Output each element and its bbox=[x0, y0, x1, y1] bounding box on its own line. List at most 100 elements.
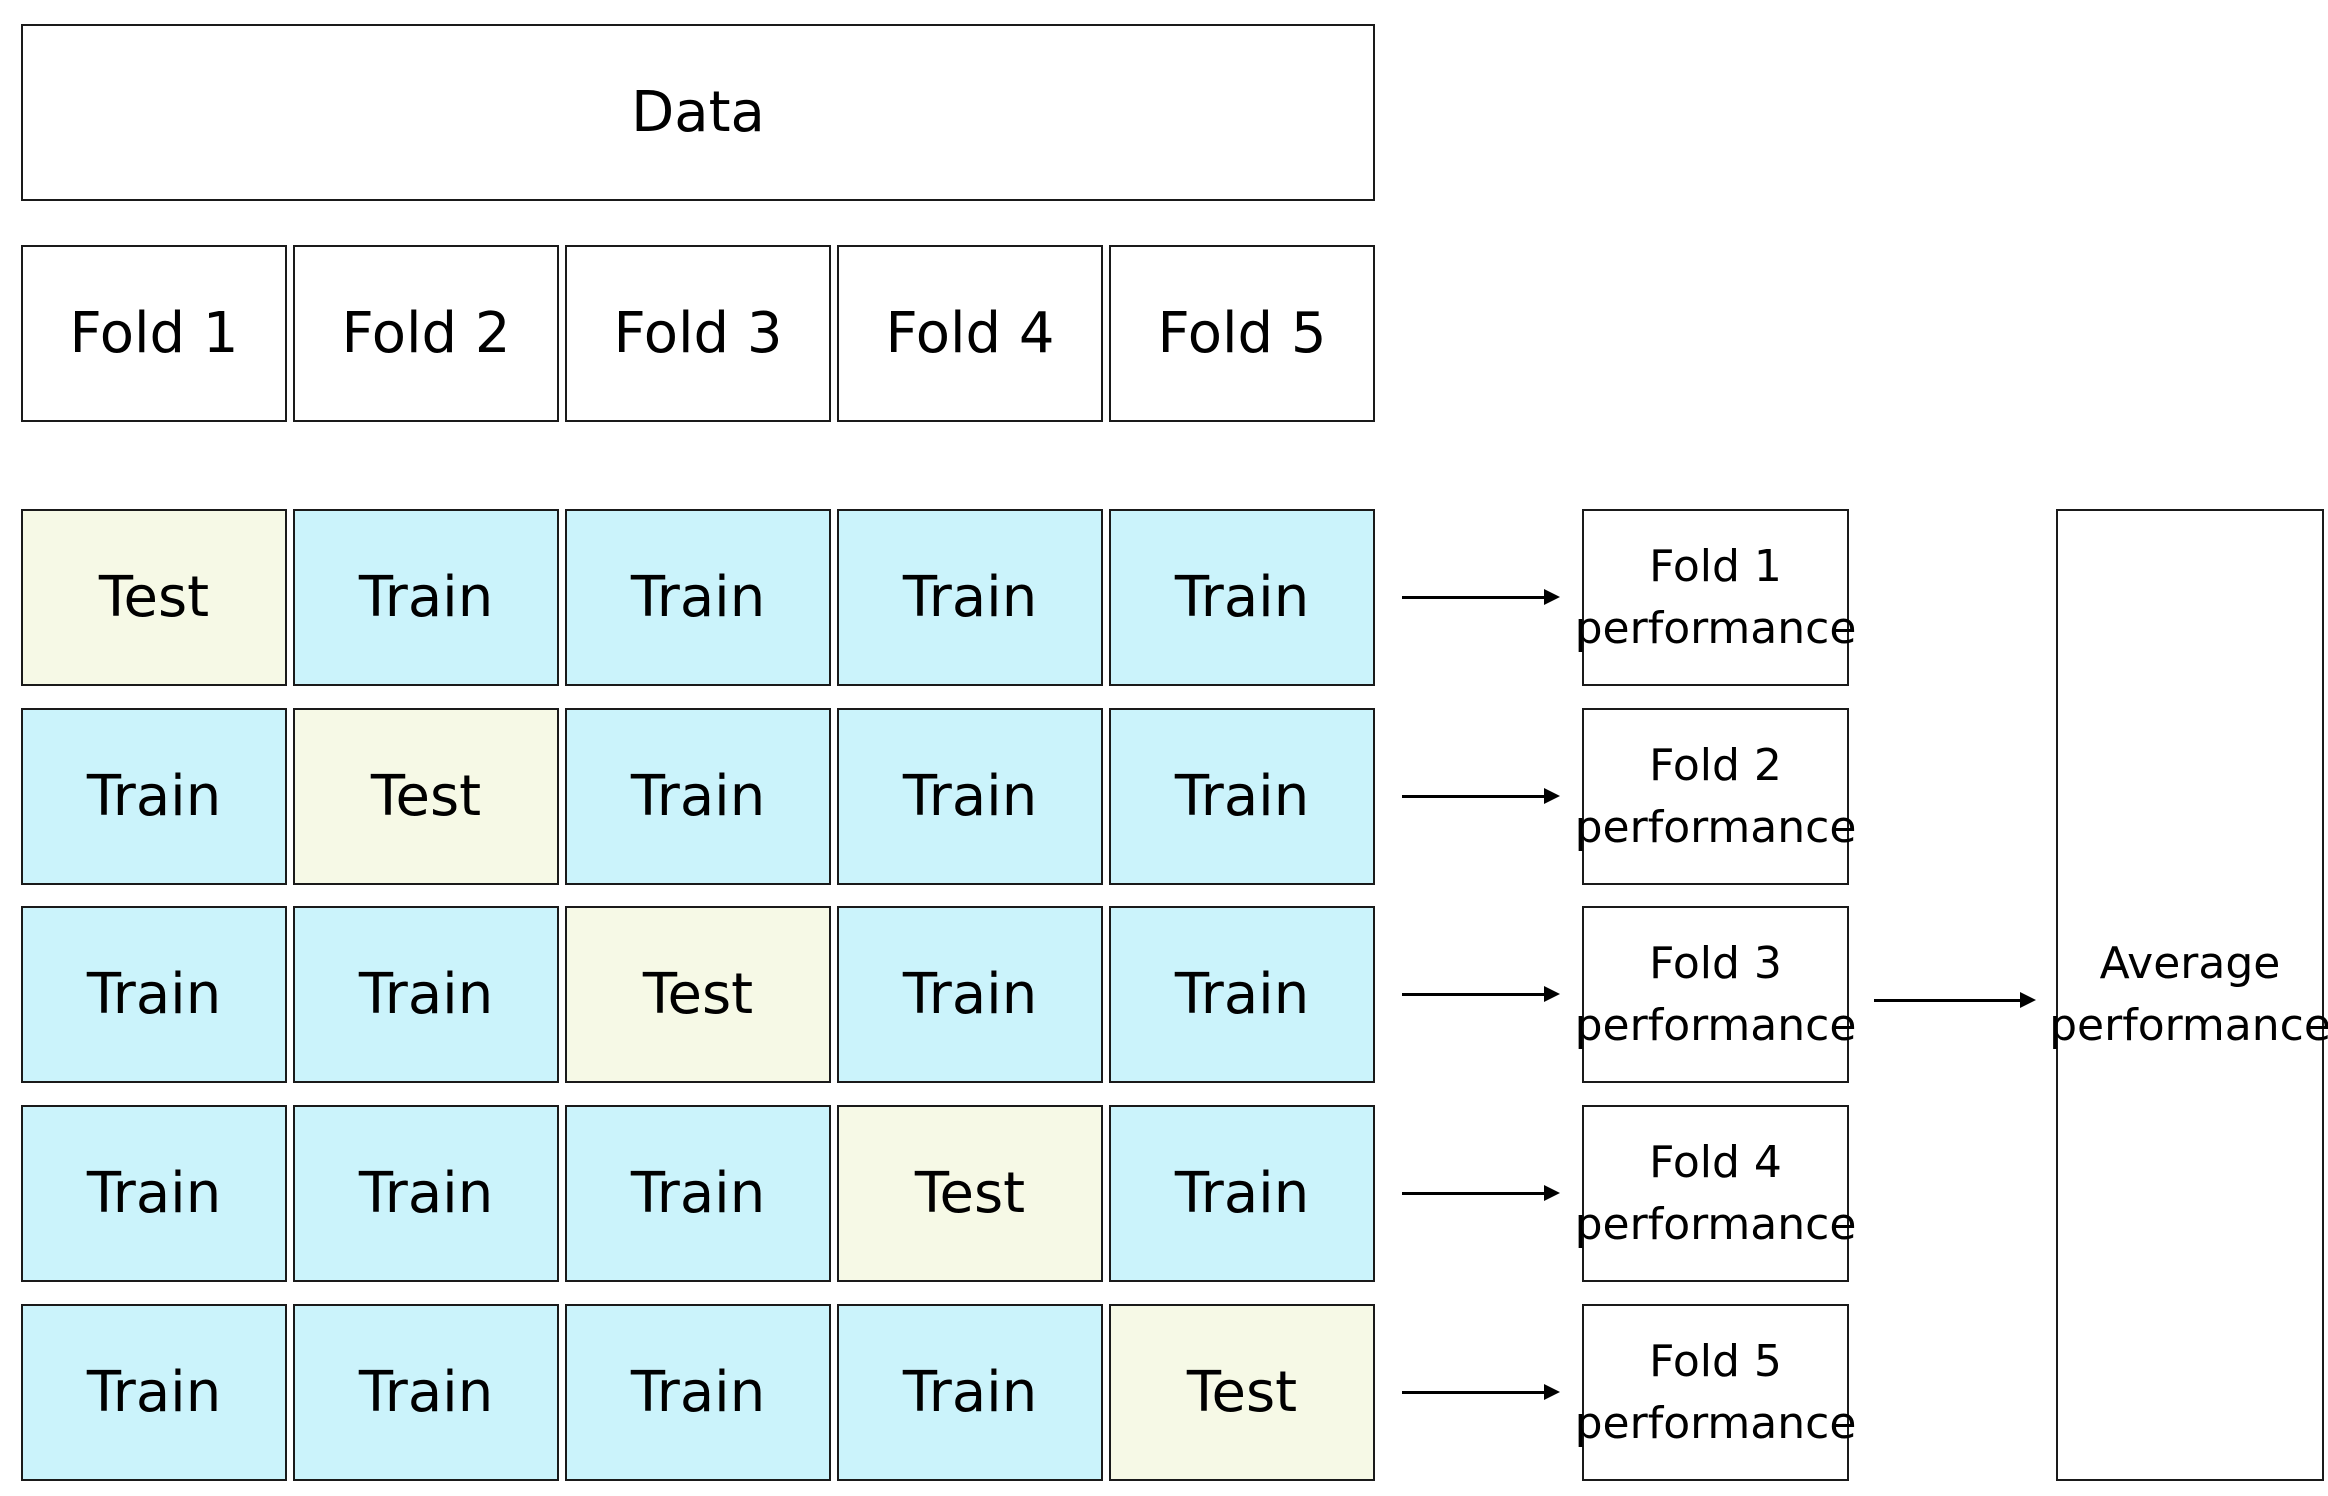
arrow-row-5 bbox=[1402, 1383, 1560, 1400]
fold-performance-box-4: Fold 4 performance bbox=[1575, 1105, 1856, 1282]
fold-performance-box-5: Fold 5 performance bbox=[1575, 1304, 1856, 1481]
arrow-row-2-head bbox=[1544, 787, 1560, 804]
train-label: Train bbox=[1174, 961, 1310, 1027]
average-performance-box: Average performance bbox=[2049, 509, 2328, 1481]
fold-performance-label: Fold 4 performance bbox=[1575, 1132, 1857, 1255]
fold-performance-line1: Fold 2 bbox=[1649, 739, 1782, 791]
train-label: Train bbox=[86, 1160, 222, 1226]
train-cell-r3c5: Train bbox=[1109, 906, 1375, 1083]
arrow-row-5-shaft bbox=[1402, 1390, 1546, 1394]
train-label: Train bbox=[902, 1359, 1038, 1425]
train-label: Train bbox=[1174, 1160, 1310, 1226]
test-label: Test bbox=[370, 763, 482, 829]
arrow-row-5-head bbox=[1544, 1383, 1560, 1400]
test-label: Test bbox=[1186, 1359, 1298, 1425]
arrow-to-average-head bbox=[2020, 991, 2036, 1008]
test-cell-r4c4: Test bbox=[837, 1105, 1103, 1282]
fold-box-4: Fold 4 bbox=[837, 245, 1103, 422]
fold-performance-label: Fold 2 performance bbox=[1575, 735, 1857, 858]
arrow-to-average-shaft bbox=[1874, 998, 2022, 1002]
train-label: Train bbox=[902, 564, 1038, 630]
arrow-row-3-head bbox=[1544, 985, 1560, 1002]
average-performance-label: Average performance bbox=[2049, 933, 2328, 1056]
train-cell-r1c2: Train bbox=[293, 509, 559, 686]
fold-box-3: Fold 3 bbox=[565, 245, 831, 422]
arrow-to-average bbox=[1874, 991, 2036, 1008]
train-label: Train bbox=[358, 1160, 494, 1226]
train-label: Train bbox=[630, 564, 766, 630]
train-cell-r2c1: Train bbox=[21, 708, 287, 885]
fold-box-5: Fold 5 bbox=[1109, 245, 1375, 422]
fold-performance-line2: performance bbox=[1574, 801, 1857, 853]
train-cell-r2c4: Train bbox=[837, 708, 1103, 885]
train-cell-r4c2: Train bbox=[293, 1105, 559, 1282]
train-label: Train bbox=[902, 763, 1038, 829]
arrow-row-1 bbox=[1402, 588, 1560, 605]
fold-performance-line1: Fold 3 bbox=[1649, 937, 1782, 989]
train-label: Train bbox=[630, 1160, 766, 1226]
train-cell-r5c2: Train bbox=[293, 1304, 559, 1481]
test-cell-r2c2: Test bbox=[293, 708, 559, 885]
train-label: Train bbox=[86, 961, 222, 1027]
arrow-row-1-head bbox=[1544, 588, 1560, 605]
train-label: Train bbox=[358, 564, 494, 630]
test-label: Test bbox=[914, 1160, 1026, 1226]
arrow-row-3-shaft bbox=[1402, 992, 1546, 996]
data-label: Data bbox=[631, 79, 765, 145]
test-label: Test bbox=[98, 564, 210, 630]
arrow-row-4 bbox=[1402, 1184, 1560, 1201]
test-cell-r5c5: Test bbox=[1109, 1304, 1375, 1481]
arrow-row-1-shaft bbox=[1402, 595, 1546, 599]
fold-label: Fold 2 bbox=[341, 300, 511, 366]
fold-performance-line1: Fold 5 bbox=[1649, 1335, 1782, 1387]
fold-performance-line2: performance bbox=[1574, 1397, 1857, 1449]
data-box: Data bbox=[21, 24, 1375, 201]
train-cell-r1c5: Train bbox=[1109, 509, 1375, 686]
train-cell-r4c1: Train bbox=[21, 1105, 287, 1282]
fold-performance-label: Fold 1 performance bbox=[1575, 536, 1857, 659]
arrow-row-4-head bbox=[1544, 1184, 1560, 1201]
average-line2: performance bbox=[2049, 1000, 2328, 1051]
train-cell-r2c5: Train bbox=[1109, 708, 1375, 885]
average-line1: Average bbox=[2099, 938, 2281, 990]
fold-box-2: Fold 2 bbox=[293, 245, 559, 422]
fold-label: Fold 5 bbox=[1157, 300, 1327, 366]
fold-performance-box-1: Fold 1 performance bbox=[1575, 509, 1856, 686]
fold-performance-line1: Fold 4 bbox=[1649, 1136, 1782, 1188]
train-label: Train bbox=[1174, 564, 1310, 630]
fold-performance-box-2: Fold 2 performance bbox=[1575, 708, 1856, 885]
train-label: Train bbox=[1174, 763, 1310, 829]
train-cell-r2c3: Train bbox=[565, 708, 831, 885]
test-cell-r3c3: Test bbox=[565, 906, 831, 1083]
arrow-row-2-shaft bbox=[1402, 794, 1546, 798]
test-cell-r1c1: Test bbox=[21, 509, 287, 686]
train-label: Train bbox=[86, 763, 222, 829]
fold-performance-box-3: Fold 3 performance bbox=[1575, 906, 1856, 1083]
fold-performance-line2: performance bbox=[1574, 999, 1857, 1051]
fold-performance-label: Fold 3 performance bbox=[1575, 933, 1857, 1056]
arrow-row-2 bbox=[1402, 787, 1560, 804]
train-cell-r5c4: Train bbox=[837, 1304, 1103, 1481]
train-cell-r3c1: Train bbox=[21, 906, 287, 1083]
arrow-row-4-shaft bbox=[1402, 1191, 1546, 1195]
train-cell-r1c4: Train bbox=[837, 509, 1103, 686]
train-cell-r3c4: Train bbox=[837, 906, 1103, 1083]
train-cell-r4c5: Train bbox=[1109, 1105, 1375, 1282]
fold-performance-line2: performance bbox=[1574, 1198, 1857, 1250]
fold-performance-line1: Fold 1 bbox=[1649, 540, 1782, 592]
fold-performance-label: Fold 5 performance bbox=[1575, 1331, 1857, 1454]
train-label: Train bbox=[630, 1359, 766, 1425]
train-cell-r4c3: Train bbox=[565, 1105, 831, 1282]
fold-performance-line2: performance bbox=[1574, 602, 1857, 654]
train-label: Train bbox=[902, 961, 1038, 1027]
train-label: Train bbox=[358, 961, 494, 1027]
train-cell-r5c1: Train bbox=[21, 1304, 287, 1481]
fold-label: Fold 1 bbox=[69, 300, 239, 366]
test-label: Test bbox=[642, 961, 754, 1027]
train-label: Train bbox=[630, 763, 766, 829]
train-label: Train bbox=[358, 1359, 494, 1425]
train-cell-r1c3: Train bbox=[565, 509, 831, 686]
fold-label: Fold 4 bbox=[885, 300, 1055, 366]
train-cell-r5c3: Train bbox=[565, 1304, 831, 1481]
arrow-row-3 bbox=[1402, 985, 1560, 1002]
